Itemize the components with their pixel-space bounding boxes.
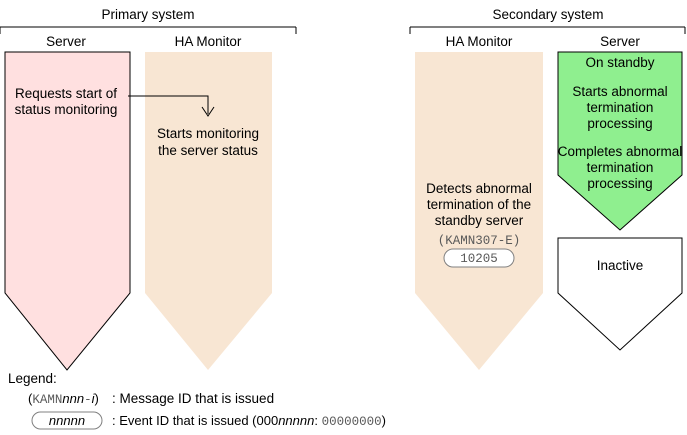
legend-message-sample: (KAMNnnn-i) xyxy=(28,391,99,407)
primary-ha-monitor-column xyxy=(145,52,272,370)
legend-event-sample: nnnnn xyxy=(49,413,85,428)
starts-abnormal-line-3: processing xyxy=(587,116,652,131)
secondary-server-inactive-column xyxy=(557,237,683,351)
inactive-label: Inactive xyxy=(597,258,644,273)
primary-server-header: Server xyxy=(46,34,86,49)
event-id-badge: 10205 xyxy=(443,248,515,268)
starts-abnormal-line-2: termination xyxy=(587,100,654,115)
secondary-server-standby-column xyxy=(557,51,683,231)
completes-abnormal-line-3: processing xyxy=(587,176,652,191)
completes-abnormal-line-1: Completes abnormal xyxy=(558,144,683,159)
event-id-10205: 10205 xyxy=(460,252,498,266)
secondary-system-group: Secondary system HA Monitor Server xyxy=(409,7,686,49)
start-monitoring-arrow xyxy=(128,95,215,117)
detects-abnormal-line-2: termination of the xyxy=(427,197,531,212)
legend-event-pill xyxy=(31,411,103,430)
requests-start-line-1: Requests start of xyxy=(15,86,117,101)
starts-abnormal-line-1: Starts abnormal xyxy=(572,84,667,99)
secondary-ha-monitor-header: HA Monitor xyxy=(446,34,513,49)
starts-monitoring-line-1: Starts monitoring xyxy=(157,126,259,141)
secondary-system-title: Secondary system xyxy=(492,7,603,22)
starts-monitoring-line-2: the server status xyxy=(158,143,258,158)
legend-message-description: : Message ID that is issued xyxy=(112,391,274,406)
secondary-ha-monitor-column xyxy=(415,52,543,370)
detects-abnormal-line-3: standby server xyxy=(435,213,524,228)
detects-abnormal-line-1: Detects abnormal xyxy=(426,181,532,196)
completes-abnormal-line-2: termination xyxy=(587,160,654,175)
legend: Legend: (KAMNnnn-i) : Message ID that is… xyxy=(8,371,386,430)
primary-ha-monitor-header: HA Monitor xyxy=(175,34,242,49)
secondary-server-header: Server xyxy=(600,34,640,49)
legend-title: Legend: xyxy=(8,371,57,386)
primary-system-group: Primary system Server HA Monitor xyxy=(0,7,297,49)
requests-start-line-2: status monitoring xyxy=(15,102,118,117)
on-standby-label: On standby xyxy=(585,55,654,70)
primary-server-column xyxy=(4,51,131,371)
legend-event-description: : Event ID that is issued (000nnnnn: 000… xyxy=(112,413,386,429)
primary-system-title: Primary system xyxy=(101,7,194,22)
message-id-kamn307e: (KAMN307-E) xyxy=(438,234,521,248)
